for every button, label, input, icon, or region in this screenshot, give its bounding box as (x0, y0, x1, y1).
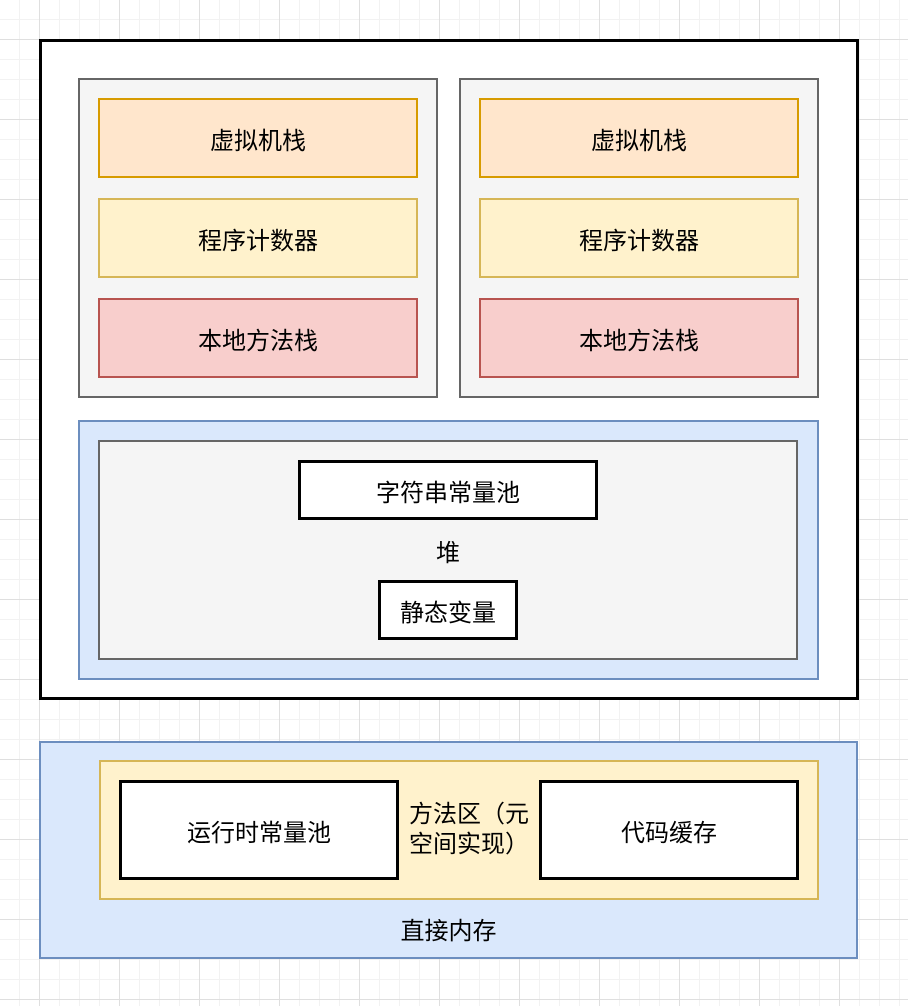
vm-stack-label: 虚拟机栈 (591, 127, 687, 155)
thread-group-1: 虚拟机栈 程序计数器 本地方法栈 (78, 78, 438, 398)
direct-memory-container: 运行时常量池 方法区（元空间实现） 代码缓存 直接内存 (39, 741, 858, 959)
code-cache-label: 代码缓存 (621, 819, 717, 847)
static-variables-label: 静态变量 (400, 599, 496, 627)
method-area-label: 方法区（元空间实现） (409, 801, 529, 858)
vm-stack-box-2: 虚拟机栈 (479, 98, 799, 178)
direct-memory-label: 直接内存 (400, 918, 497, 945)
heap-box: 字符串常量池 堆 静态变量 (98, 440, 798, 660)
native-method-stack-box-1: 本地方法栈 (98, 298, 418, 378)
runtime-constant-pool-box: 运行时常量池 (119, 780, 399, 880)
thread-group-2: 虚拟机栈 程序计数器 本地方法栈 (459, 78, 819, 398)
heap-label: 堆 (436, 539, 460, 567)
string-constant-pool-label: 字符串常量池 (376, 479, 520, 507)
method-area-box: 运行时常量池 方法区（元空间实现） 代码缓存 (99, 760, 819, 900)
vm-stack-label: 虚拟机栈 (210, 127, 306, 155)
program-counter-label: 程序计数器 (579, 227, 699, 255)
runtime-constant-pool-label: 运行时常量池 (187, 819, 331, 847)
vm-stack-box-1: 虚拟机栈 (98, 98, 418, 178)
program-counter-box-2: 程序计数器 (479, 198, 799, 278)
string-constant-pool-box: 字符串常量池 (298, 460, 598, 520)
code-cache-box: 代码缓存 (539, 780, 799, 880)
program-counter-box-1: 程序计数器 (98, 198, 418, 278)
program-counter-label: 程序计数器 (198, 227, 318, 255)
native-method-stack-box-2: 本地方法栈 (479, 298, 799, 378)
native-method-stack-label: 本地方法栈 (198, 327, 318, 355)
native-method-stack-label: 本地方法栈 (579, 327, 699, 355)
static-variables-box: 静态变量 (378, 580, 518, 640)
